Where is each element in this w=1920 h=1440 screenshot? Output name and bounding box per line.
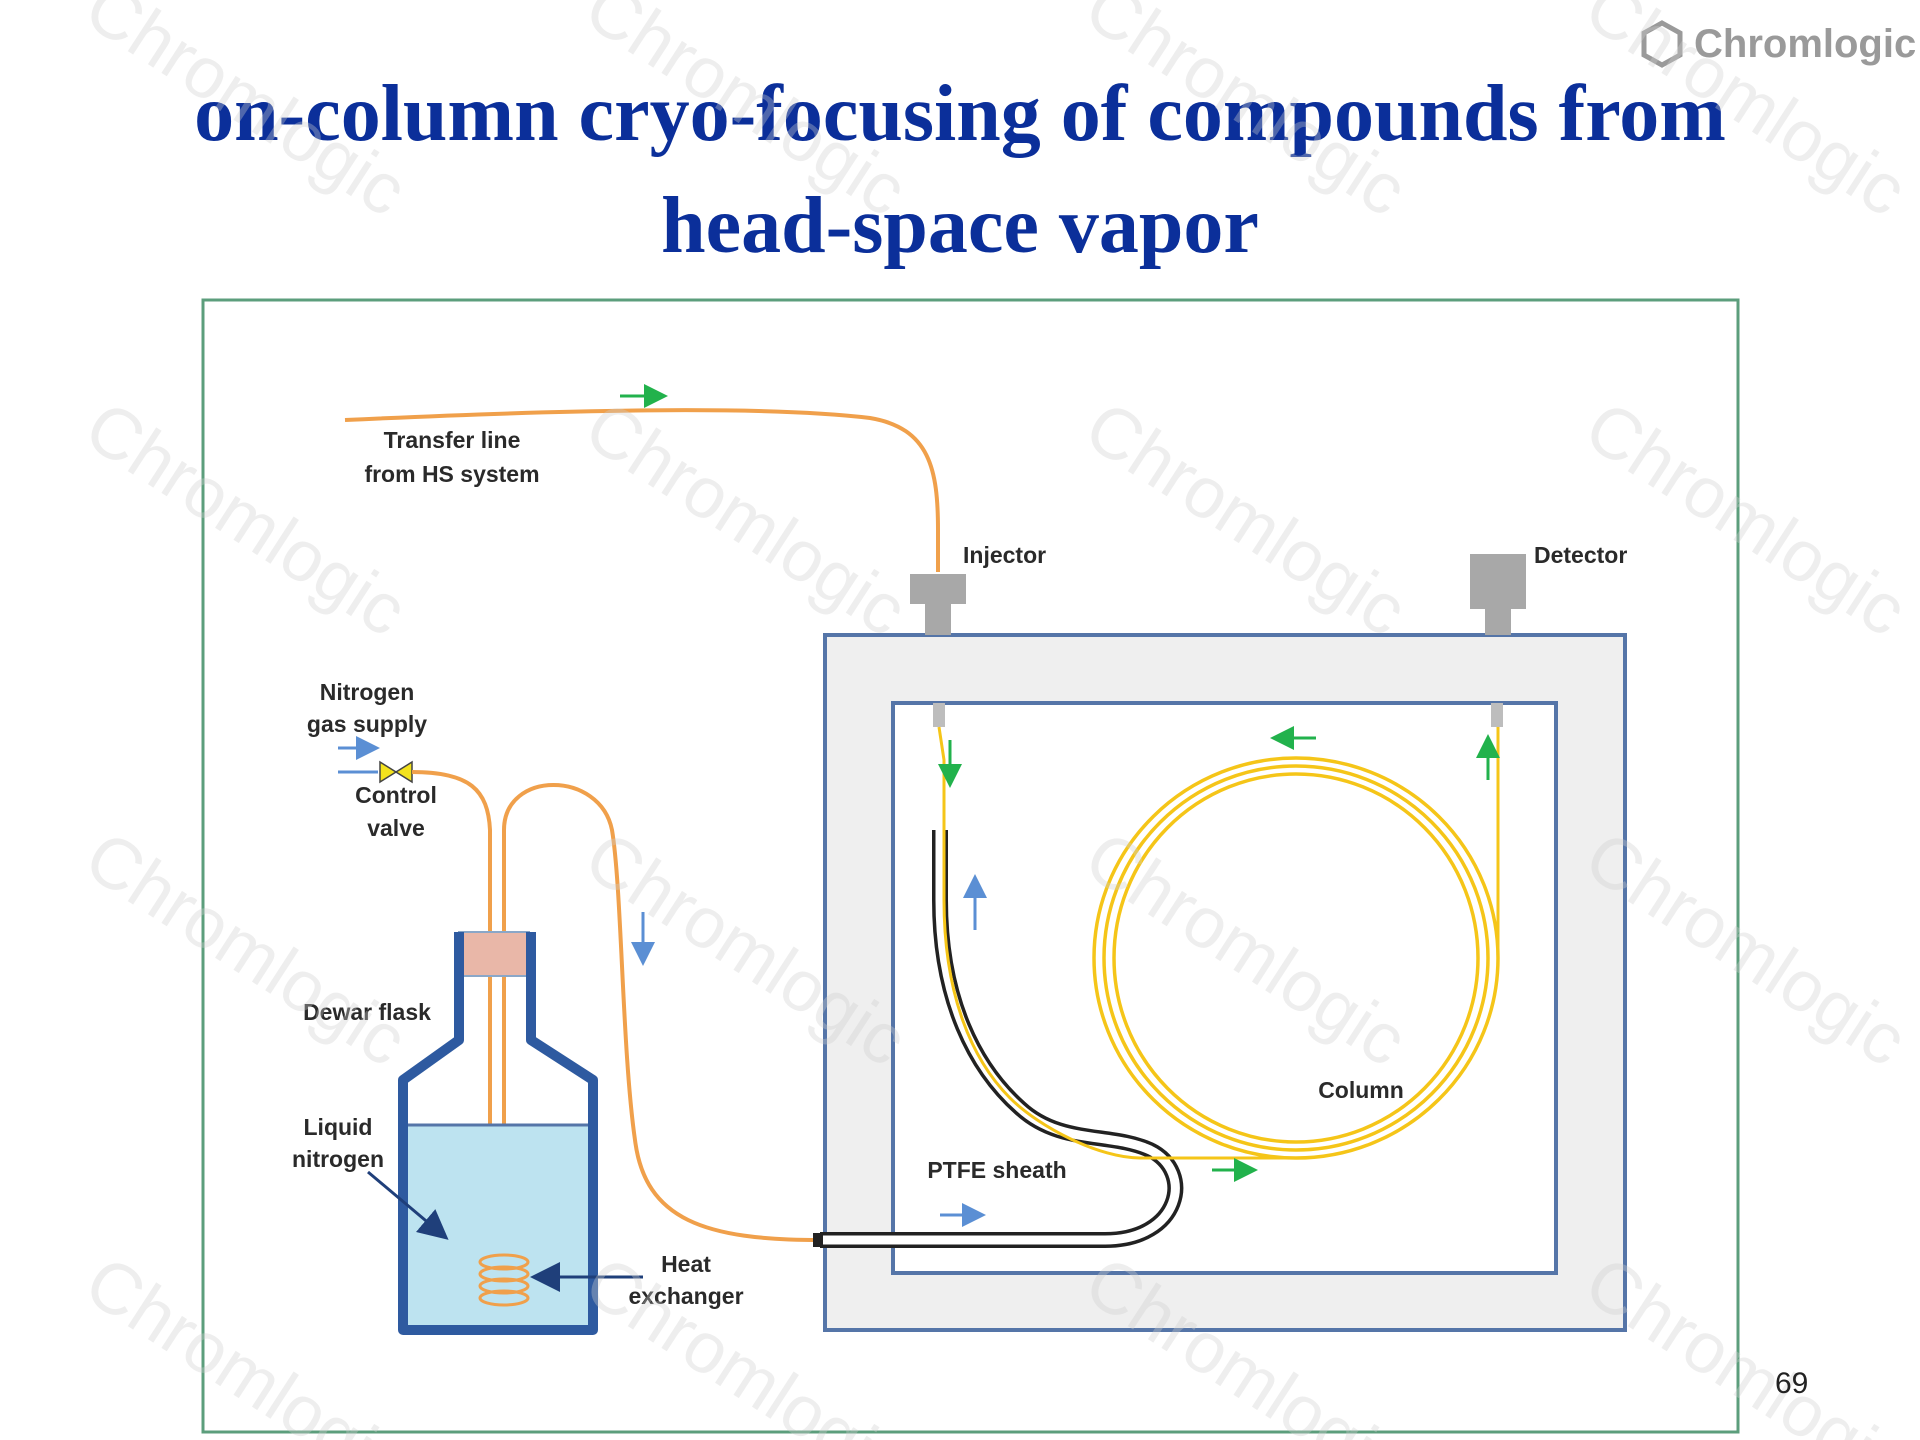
label-transfer-line-1: Transfer line — [384, 427, 521, 453]
watermark: Chromlogic — [71, 0, 420, 232]
sheath-inlet-connector — [813, 1233, 823, 1247]
label-detector: Detector — [1534, 542, 1627, 568]
label-heat-exchanger-2: exchanger — [628, 1283, 743, 1309]
label-injector: Injector — [963, 542, 1046, 568]
detector-port — [1470, 554, 1526, 727]
oven-chamber — [891, 701, 1558, 1275]
watermark: Chromlogic — [1071, 0, 1420, 232]
label-ptfe-sheath: PTFE sheath — [927, 1157, 1066, 1183]
label-column: Column — [1318, 1077, 1404, 1103]
page-number: 69 — [1775, 1367, 1809, 1400]
control-valve-icon — [379, 760, 413, 784]
watermark: Chromlogic — [1571, 1241, 1920, 1440]
watermark: Chromlogic — [71, 386, 420, 651]
watermark: Chromlogic — [1571, 386, 1920, 651]
label-liquid-nitrogen-2: nitrogen — [292, 1146, 384, 1172]
diagram-frame — [201, 298, 1740, 1434]
chromlogic-logo: Chromlogic — [1640, 14, 1916, 74]
label-control-valve-2: valve — [367, 815, 425, 841]
label-heat-exchanger-1: Heat — [661, 1251, 711, 1277]
watermark: Chromlogic — [1571, 0, 1920, 232]
watermark: Chromlogic — [71, 816, 420, 1081]
label-liquid-nitrogen-1: Liquid — [304, 1114, 373, 1140]
dewar-flask — [398, 932, 598, 1335]
label-transfer-line-2: from HS system — [364, 461, 539, 487]
title-line-2: head-space vapor — [661, 182, 1259, 270]
heat-exchanger-outlet-tube — [502, 783, 821, 1250]
label-dewar-flask: Dewar flask — [303, 999, 431, 1025]
label-control-valve-1: Control — [355, 782, 437, 808]
ptfe-sheath-inner — [820, 830, 1180, 1245]
label-nitrogen-1: Nitrogen — [320, 679, 415, 705]
watermark: Chromlogic — [571, 0, 920, 232]
injector-port — [910, 574, 966, 727]
hexagon-icon — [1641, 20, 1683, 68]
nitrogen-tube-to-flask — [411, 770, 492, 1250]
watermark: Chromlogic — [1071, 386, 1420, 651]
column-inside-sheath — [937, 726, 1296, 1160]
label-nitrogen-2: gas supply — [307, 711, 427, 737]
watermark: Chromlogic — [571, 386, 920, 651]
slide-title: on-column cryo-focusing of compounds fro… — [0, 58, 1920, 282]
liquid-nitrogen-pointer — [367, 1170, 449, 1240]
title-line-1: on-column cryo-focusing of compounds fro… — [194, 70, 1726, 158]
flask-cap — [458, 931, 530, 977]
logo-text: Chromlogic — [1694, 21, 1917, 66]
heat-exchanger-coil — [478, 1253, 530, 1307]
watermark: Chromlogic — [71, 1241, 420, 1440]
transfer-line — [344, 408, 940, 572]
